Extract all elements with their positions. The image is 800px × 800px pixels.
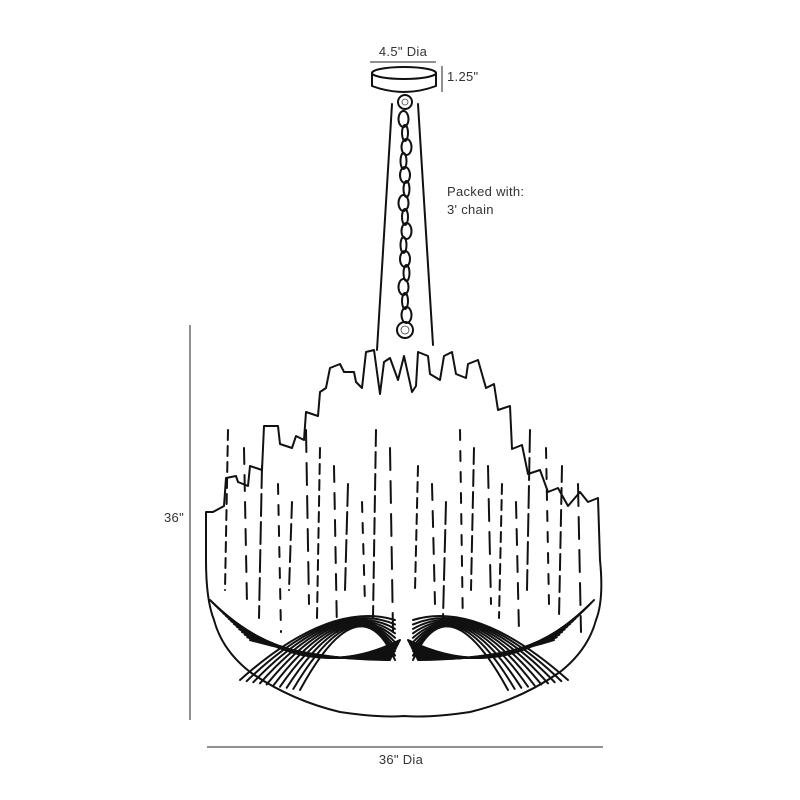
ribbon: [412, 624, 523, 689]
chain-link: [399, 152, 408, 170]
canopy: [371, 66, 437, 110]
vertical-strands: [224, 429, 582, 633]
strand: [442, 501, 447, 619]
ribbon: [412, 621, 543, 686]
strand: [288, 501, 293, 591]
strand: [459, 429, 464, 633]
packed-note-line2: 3' chain: [447, 202, 494, 217]
strand: [333, 465, 338, 633]
ribbon: [412, 620, 549, 685]
ribbon: [285, 624, 396, 689]
ribbon: [412, 623, 529, 688]
canopy-diameter-label: 4.5" Dia: [379, 44, 428, 59]
strand: [389, 447, 394, 633]
chandelier-outline: [205, 349, 603, 718]
ribbon: [412, 615, 569, 681]
ribbon: [412, 618, 556, 684]
strand: [277, 483, 282, 633]
canopy-height-dimension: 1.25": [441, 66, 479, 92]
strand: [316, 447, 321, 619]
overall-diameter-dimension: 36" Dia: [207, 746, 603, 767]
overall-height-dimension: 36": [164, 325, 191, 720]
strand: [558, 465, 563, 619]
chain-link: [399, 236, 408, 254]
ribbon: [412, 625, 509, 691]
chandelier-body: [205, 349, 603, 718]
canopy-height-label: 1.25": [447, 69, 479, 84]
strand: [577, 483, 582, 633]
strand: [344, 483, 349, 591]
ribbon: [412, 617, 563, 683]
strand: [414, 465, 419, 591]
packed-note-line1: Packed with:: [447, 184, 524, 199]
strand: [224, 429, 229, 591]
ribbon: [245, 617, 396, 683]
chain: [397, 110, 413, 324]
canopy-diameter-dimension: 4.5" Dia: [370, 44, 436, 63]
ribbon: [265, 621, 396, 686]
ribbon: [259, 620, 396, 685]
overall-height-label: 36": [164, 510, 184, 525]
strand: [243, 447, 248, 605]
ribbon: [252, 618, 396, 684]
ribbon: [412, 622, 536, 687]
strand: [487, 465, 492, 605]
ribbon: [239, 615, 396, 681]
chain-link: [401, 124, 409, 142]
strand: [258, 465, 263, 619]
strand: [526, 429, 531, 591]
strand: [545, 447, 550, 605]
ribbon-lattice: [209, 599, 595, 691]
strand: [470, 447, 475, 591]
center-stem: [376, 103, 434, 351]
packed-note: Packed with: 3' chain: [447, 184, 524, 217]
strand: [372, 429, 377, 619]
strand: [498, 483, 503, 619]
strand: [361, 501, 366, 605]
strand: [431, 483, 436, 605]
chain-link: [401, 292, 409, 310]
chain-link: [401, 208, 409, 226]
strand: [515, 501, 520, 633]
ribbon: [417, 639, 555, 661]
overall-diameter-label: 36" Dia: [379, 752, 424, 767]
ribbon: [272, 622, 396, 687]
ribbon: [249, 639, 391, 661]
strand: [305, 429, 310, 605]
ribbon: [279, 623, 396, 688]
ribbon: [299, 625, 396, 691]
